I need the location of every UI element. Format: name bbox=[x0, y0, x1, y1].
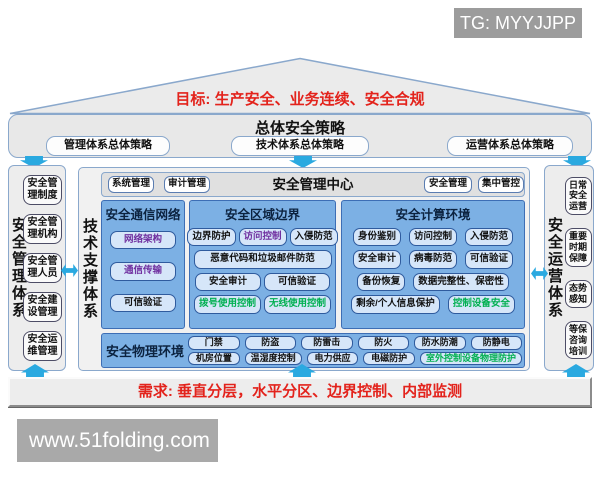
comm-chip: 可信验证 bbox=[110, 293, 176, 313]
physical-chip: 温湿度控制 bbox=[244, 351, 302, 366]
technical-support-panel: 技术支撑体系 安全管理中心 系统管理 审计管理 安全管理 集中管控 安全通信网络… bbox=[78, 167, 530, 371]
requirement-bar: 需求: 垂直分层，水平分区、边界控制、内部监测 bbox=[8, 377, 592, 407]
computing-chip: 数据完整性、保密性 bbox=[413, 272, 509, 292]
mgmt-item: 安全管理人员 bbox=[23, 252, 62, 283]
comm-chip: 通信传输 bbox=[110, 262, 176, 281]
boundary-chip: 恶意代码和垃圾邮件防范 bbox=[193, 250, 332, 269]
operations-system-title: 安全运营体系 bbox=[546, 217, 563, 319]
arrow-left-right-icon bbox=[61, 264, 78, 277]
physical-chip: 防盗 bbox=[244, 335, 296, 350]
computing-chip: 身份鉴别 bbox=[352, 228, 401, 247]
computing-chip: 备份恢复 bbox=[357, 272, 406, 292]
security-mgmt-center-band: 安全管理中心 系统管理 审计管理 安全管理 集中管控 bbox=[101, 172, 525, 197]
mini-box-system-mgmt: 系统管理 bbox=[108, 176, 154, 193]
management-system-title: 安全管理体系 bbox=[10, 217, 27, 319]
area-boundary-title: 安全区域边界 bbox=[224, 208, 300, 222]
physical-chip: 电力供应 bbox=[306, 351, 359, 366]
tg-watermark-badge: TG: MYYJJPP bbox=[454, 8, 582, 38]
site-watermark-badge: www.51folding.com bbox=[17, 419, 218, 462]
computing-chip: 入侵防范 bbox=[465, 228, 514, 247]
mini-box-audit-mgmt: 审计管理 bbox=[164, 176, 210, 193]
computing-chip: 可信验证 bbox=[465, 250, 514, 269]
boundary-chip: 无线使用控制 bbox=[264, 295, 332, 314]
boundary-chip: 边界防护 bbox=[187, 228, 236, 247]
mgmt-item: 安全建设管理 bbox=[23, 292, 62, 323]
computing-chip: 安全审计 bbox=[352, 250, 401, 269]
boundary-chip: 访问控制 bbox=[238, 228, 287, 247]
boundary-chip: 入侵防范 bbox=[289, 228, 338, 247]
computing-chip: 访问控制 bbox=[408, 228, 457, 247]
physical-chip: 防水防潮 bbox=[414, 335, 466, 350]
physical-chip: 防雷击 bbox=[301, 335, 353, 350]
physical-chip: 门禁 bbox=[188, 335, 240, 350]
security-mgmt-center-title: 安全管理中心 bbox=[272, 177, 354, 192]
mgmt-item: 安全管理制度 bbox=[23, 174, 62, 205]
physical-env-panel: 安全物理环境 门禁 防盗 防雷击 防火 防水防潮 防静电 机房位置 温湿度控制 … bbox=[101, 333, 525, 368]
boundary-chip: 安全审计 bbox=[195, 272, 261, 292]
strategy-box-technical: 技术体系总体策略 bbox=[231, 136, 369, 156]
operations-system-items: 日常安全运营 重要时期保障 态势感知 等保咨询培训 bbox=[564, 170, 592, 366]
ops-item: 等保咨询培训 bbox=[564, 320, 592, 360]
roof-triangle bbox=[9, 57, 591, 115]
computing-chip: 控制设备安全 bbox=[447, 295, 515, 314]
computing-chip: 剩余/个人信息保护 bbox=[351, 295, 440, 314]
mgmt-item: 安全管理机构 bbox=[23, 213, 62, 244]
overall-strategy-title: 总体安全策略 bbox=[254, 120, 345, 137]
boundary-chip: 可信验证 bbox=[264, 272, 330, 292]
management-system-items: 安全管理制度 安全管理机构 安全管理人员 安全建设管理 安全运维管理 bbox=[22, 170, 63, 366]
physical-chip: 防静电 bbox=[470, 335, 522, 350]
physical-chip: 机房位置 bbox=[188, 351, 240, 366]
comm-chip: 网络架构 bbox=[110, 231, 176, 250]
ops-item: 重要时期保障 bbox=[564, 228, 592, 267]
boundary-chip: 拨号使用控制 bbox=[193, 295, 261, 314]
operations-system-column: 安全运营体系 日常安全运营 重要时期保障 态势感知 等保咨询培训 bbox=[544, 165, 594, 371]
arrow-left-right-icon bbox=[531, 267, 548, 280]
technical-support-title: 技术支撑体系 bbox=[81, 218, 98, 320]
strategy-box-management: 管理体系总体策略 bbox=[46, 136, 170, 156]
management-system-column: 安全管理体系 安全管理制度 安全管理机构 安全管理人员 安全建设管理 安全运维管… bbox=[8, 165, 66, 371]
comm-network-panel: 安全通信网络 网络架构 通信传输 可信验证 bbox=[101, 200, 185, 329]
computing-chip: 病毒防范 bbox=[408, 250, 457, 269]
computing-env-panel: 安全计算环境 身份鉴别 访问控制 入侵防范 安全审计 病毒防范 可信验证 备份恢… bbox=[341, 200, 525, 329]
goal-text: 目标: 生产安全、业务连续、安全合规 bbox=[175, 91, 425, 108]
physical-chip: 室外控制设备物理防护 bbox=[419, 351, 522, 366]
mini-box-central-control: 集中管控 bbox=[478, 176, 524, 193]
comm-network-title: 安全通信网络 bbox=[105, 208, 181, 222]
physical-chip: 防火 bbox=[357, 335, 409, 350]
strategy-box-operation: 运营体系总体策略 bbox=[447, 136, 573, 156]
computing-env-title: 安全计算环境 bbox=[395, 208, 471, 222]
ops-item: 日常安全运营 bbox=[564, 176, 592, 216]
overall-strategy-band: 总体安全策略 管理体系总体策略 技术体系总体策略 运营体系总体策略 bbox=[8, 114, 592, 158]
ops-item: 态势感知 bbox=[564, 280, 592, 308]
mini-box-security-mgmt: 安全管理 bbox=[424, 176, 472, 193]
area-boundary-panel: 安全区域边界 边界防护 访问控制 入侵防范 恶意代码和垃圾邮件防范 安全审计 可… bbox=[187, 200, 338, 329]
physical-chip: 电磁防护 bbox=[363, 351, 415, 366]
mgmt-item: 安全运维管理 bbox=[23, 331, 62, 362]
physical-env-title: 安全物理环境 bbox=[105, 344, 184, 359]
